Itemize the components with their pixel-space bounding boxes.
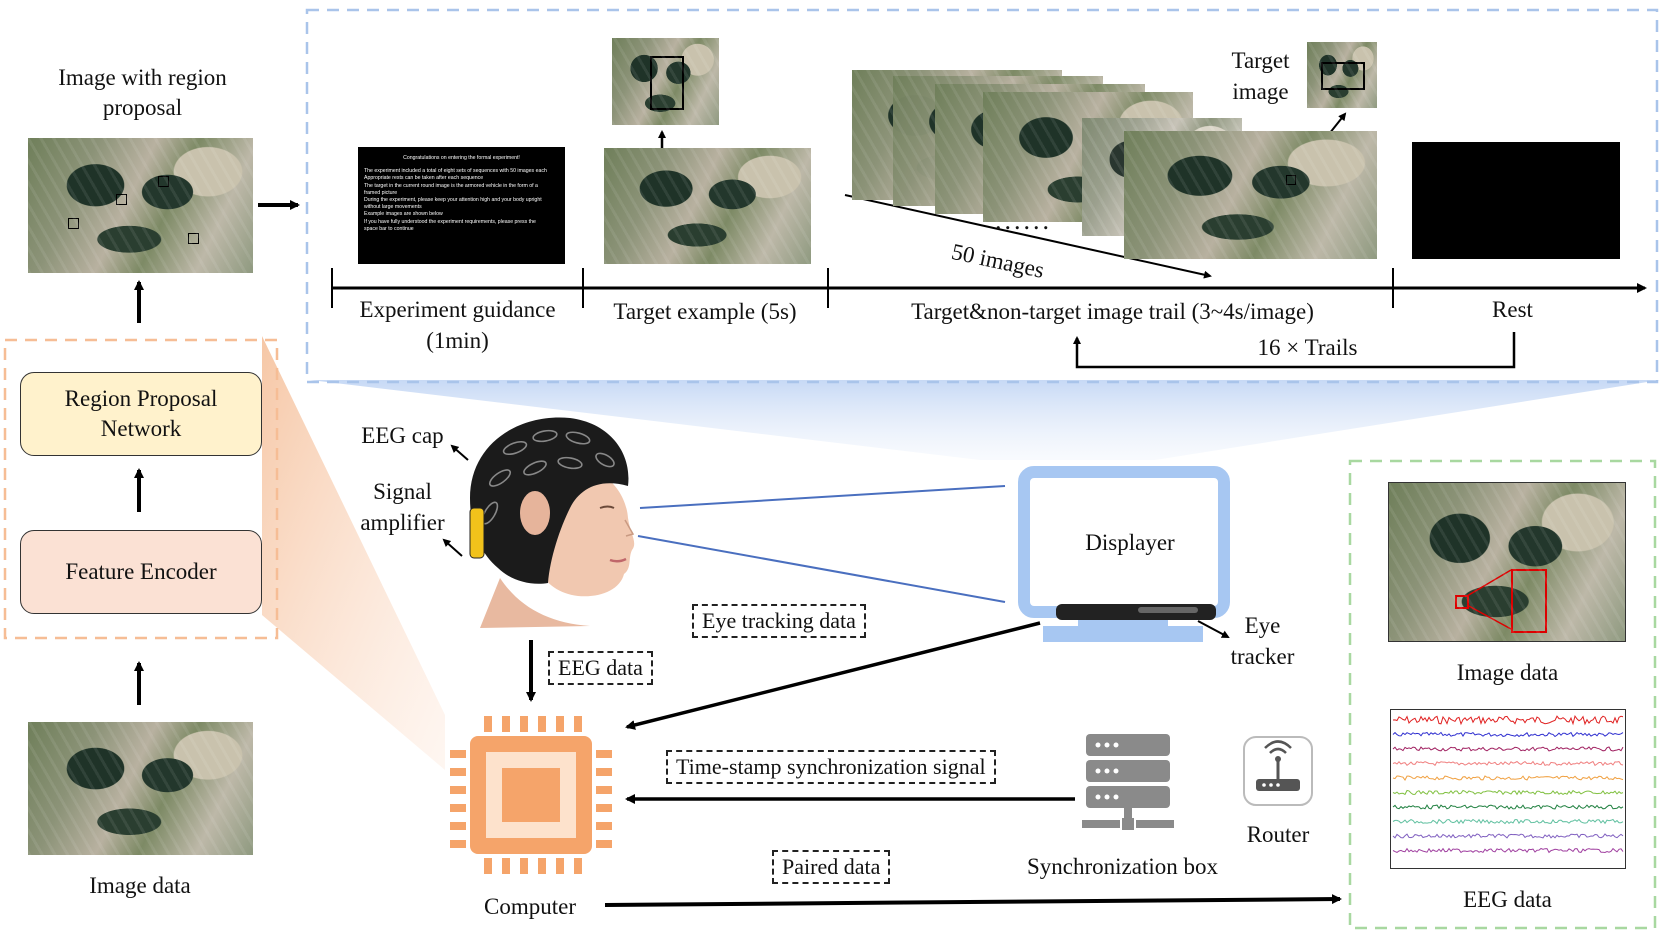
region-proposal-network-box: Region Proposal Network — [20, 372, 262, 456]
sequence-arrow — [844, 194, 1212, 279]
guidance-line: Appropriate rests can be taken after eac… — [364, 175, 484, 182]
phase-rest-label: Rest — [1492, 297, 1533, 322]
guidance-line: Congratulations on entering the formal e… — [403, 155, 520, 161]
region-proposal-image — [28, 138, 253, 273]
timestamp-signal-label: Time-stamp synchronization signal — [666, 750, 996, 784]
guidance-line: If you have fully understood the experim… — [364, 218, 536, 225]
displayer-monitor — [1018, 466, 1230, 642]
router-label: Router — [1246, 822, 1310, 847]
phase-target-example-label: Target example (5s) — [613, 299, 797, 324]
output-image-label: Image data — [1456, 660, 1559, 685]
target-image-thumb — [1307, 42, 1377, 108]
eeg-cap-label: EEG cap — [361, 423, 444, 448]
output-image — [1388, 482, 1626, 642]
arrow-computer-to-output — [604, 894, 1342, 907]
eeg-data-flow-label: EEG data — [548, 651, 653, 685]
computer-chip-icon — [450, 716, 612, 874]
eeg-trace — [1392, 746, 1624, 752]
sync-box-label: Synchronization box — [1027, 854, 1218, 879]
guidance-screen: Congratulations on entering the formal e… — [358, 147, 565, 264]
cap-display-link-1 — [639, 485, 1006, 509]
displayer-label: Displayer — [1085, 530, 1175, 555]
eye-tracker-label: Eye tracker — [1230, 613, 1295, 669]
guidance-line: The target in the current round image is… — [364, 182, 538, 189]
repeat-trails-label: 16 × Trails — [1257, 335, 1358, 360]
model-panel — [3, 338, 279, 640]
computer-label: Computer — [484, 894, 576, 919]
region-proposal-image-label: Image with region proposal — [58, 65, 227, 120]
eeg-trace — [1392, 847, 1624, 854]
region-proposal-network-label: Region Proposal Network — [64, 386, 218, 441]
signal-amplifier-label: Signal amplifier — [360, 479, 445, 535]
eeg-trace — [1392, 775, 1624, 781]
router-icon — [1243, 736, 1313, 806]
feature-encoder-label: Feature Encoder — [65, 559, 217, 584]
computer-funnel — [262, 336, 445, 770]
eeg-trace — [1392, 714, 1624, 726]
guidance-line: framed picture — [364, 189, 398, 196]
phase-trail-label: Target&non-target image trail (3~4s/imag… — [911, 299, 1314, 324]
phase-guidance-label: Experiment guidance (1min) — [359, 297, 556, 353]
trail-image-6 — [1124, 131, 1377, 259]
guidance-line: space bar to continue — [364, 225, 414, 232]
input-image — [28, 722, 253, 855]
sequence-dots: ...... — [995, 206, 1052, 235]
eeg-trace — [1392, 833, 1624, 839]
server-icon — [1082, 734, 1174, 830]
eeg-trace — [1392, 804, 1624, 810]
paired-data-label: Paired data — [772, 850, 891, 884]
input-image-label: Image data — [89, 873, 191, 898]
target-image-label: Target image — [1231, 48, 1290, 104]
guidance-line: without large movements — [364, 204, 422, 211]
rest-screen — [1412, 142, 1620, 259]
target-example-crop — [612, 38, 719, 125]
eeg-trace — [1392, 760, 1624, 767]
output-eeg-label: EEG data — [1463, 887, 1552, 912]
eye-tracking-data-label: Eye tracking data — [692, 604, 866, 638]
guidance-line: During the experiment, please keep your … — [364, 197, 542, 204]
eeg-trace — [1392, 818, 1624, 825]
eeg-head-illustration — [469, 417, 635, 628]
eeg-trace — [1392, 731, 1624, 738]
feature-encoder-box: Feature Encoder — [20, 530, 262, 614]
eeg-traces-panel — [1390, 709, 1626, 869]
eeg-trace — [1392, 789, 1624, 796]
display-funnel — [310, 380, 1660, 460]
cap-display-link-2 — [637, 535, 1006, 603]
target-example-image — [604, 148, 811, 264]
repeat-loop — [1073, 332, 1516, 369]
output-panel — [1348, 459, 1657, 930]
arrow-eye-to-computer — [625, 621, 1041, 730]
guidance-line: Example images are shown below — [364, 211, 443, 218]
guidance-line: The experiment included a total of eight… — [364, 168, 547, 175]
